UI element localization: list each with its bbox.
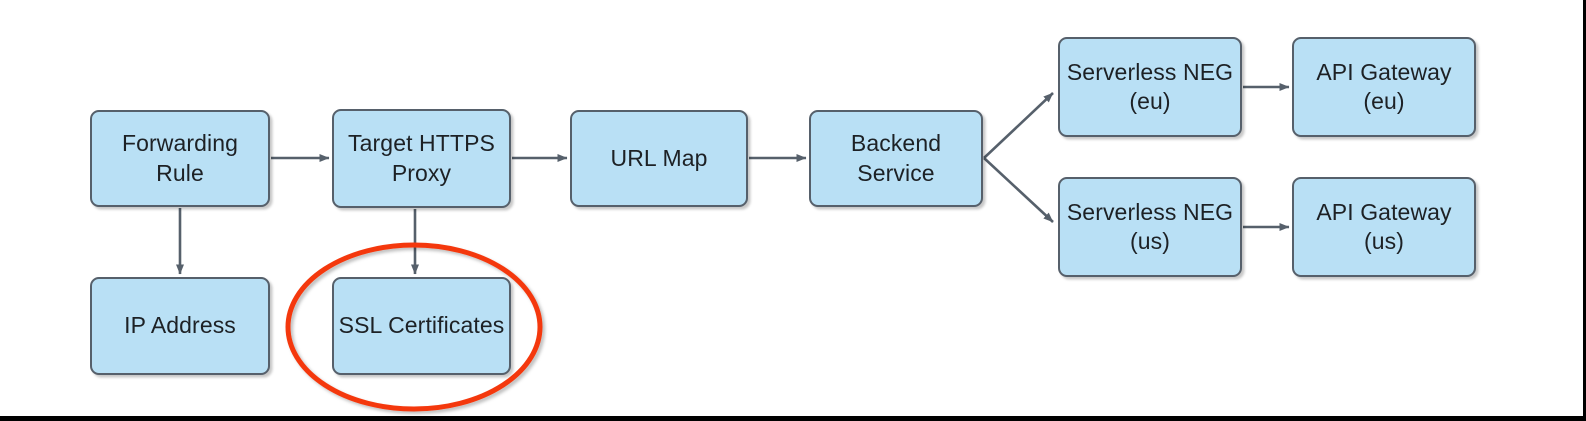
node-api-gateway-us[interactable]: API Gateway (us) — [1292, 177, 1476, 277]
frame-border-bottom — [0, 416, 1586, 421]
edge-backend-service-to-serverless-neg-us — [983, 157, 1054, 223]
node-api-gateway-eu[interactable]: API Gateway (eu) — [1292, 37, 1476, 137]
node-target-https-proxy[interactable]: Target HTTPS Proxy — [332, 109, 511, 208]
node-url-map[interactable]: URL Map — [570, 110, 748, 207]
node-ssl-certificates[interactable]: SSL Certificates — [332, 277, 511, 375]
node-ip-address[interactable]: IP Address — [90, 277, 270, 375]
frame-border-right — [1583, 0, 1586, 421]
edge-backend-service-to-serverless-neg-eu — [983, 92, 1054, 159]
node-backend-service[interactable]: Backend Service — [809, 110, 983, 207]
node-serverless-neg-us[interactable]: Serverless NEG (us) — [1058, 177, 1242, 277]
node-serverless-neg-eu[interactable]: Serverless NEG (eu) — [1058, 37, 1242, 137]
node-forwarding-rule[interactable]: Forwarding Rule — [90, 110, 270, 207]
ssl-certificates-highlight-ellipse — [285, 242, 543, 412]
